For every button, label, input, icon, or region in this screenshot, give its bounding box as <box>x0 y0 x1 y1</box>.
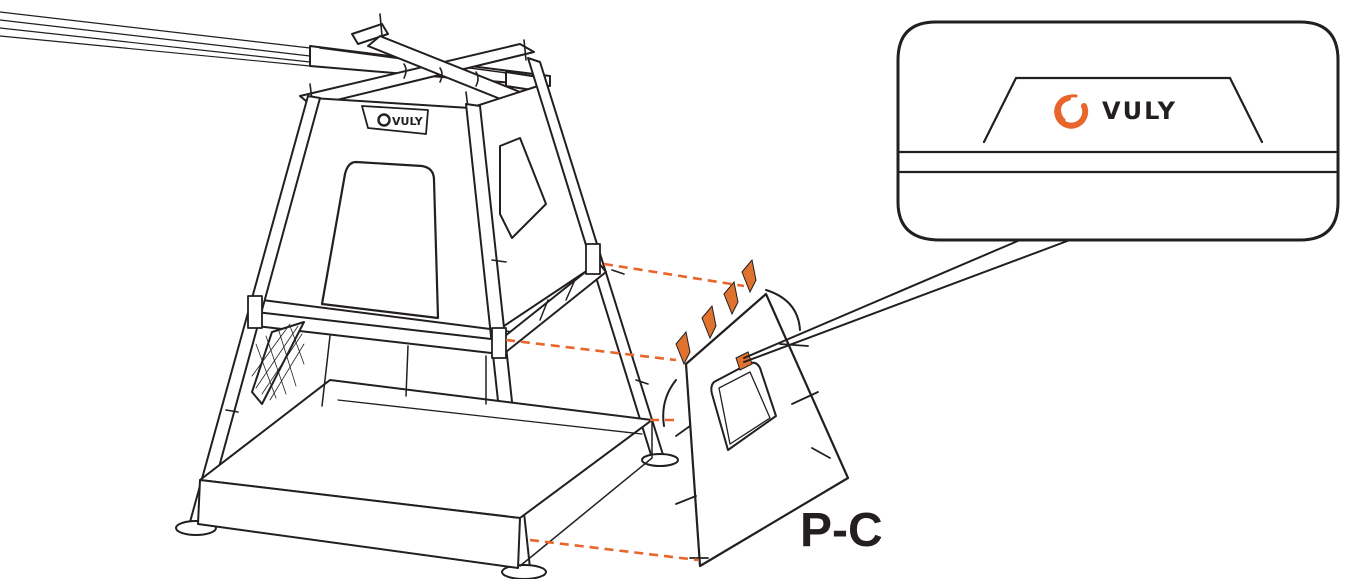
vuly-logo-icon <box>1054 94 1089 129</box>
callout-logo-text: VULY <box>1102 97 1177 125</box>
mid-rails <box>247 243 607 407</box>
base-enclosure <box>197 379 653 569</box>
canopy-logo-text: VULY <box>392 115 424 128</box>
side-mesh <box>251 321 305 405</box>
callout-leader <box>743 239 1071 363</box>
zoom-callout: VULY <box>896 20 1340 242</box>
canopy: VULY <box>261 85 601 331</box>
panel-pc <box>662 289 850 568</box>
assembly-guide-lines <box>505 262 745 562</box>
part-label: P-C <box>800 504 883 557</box>
